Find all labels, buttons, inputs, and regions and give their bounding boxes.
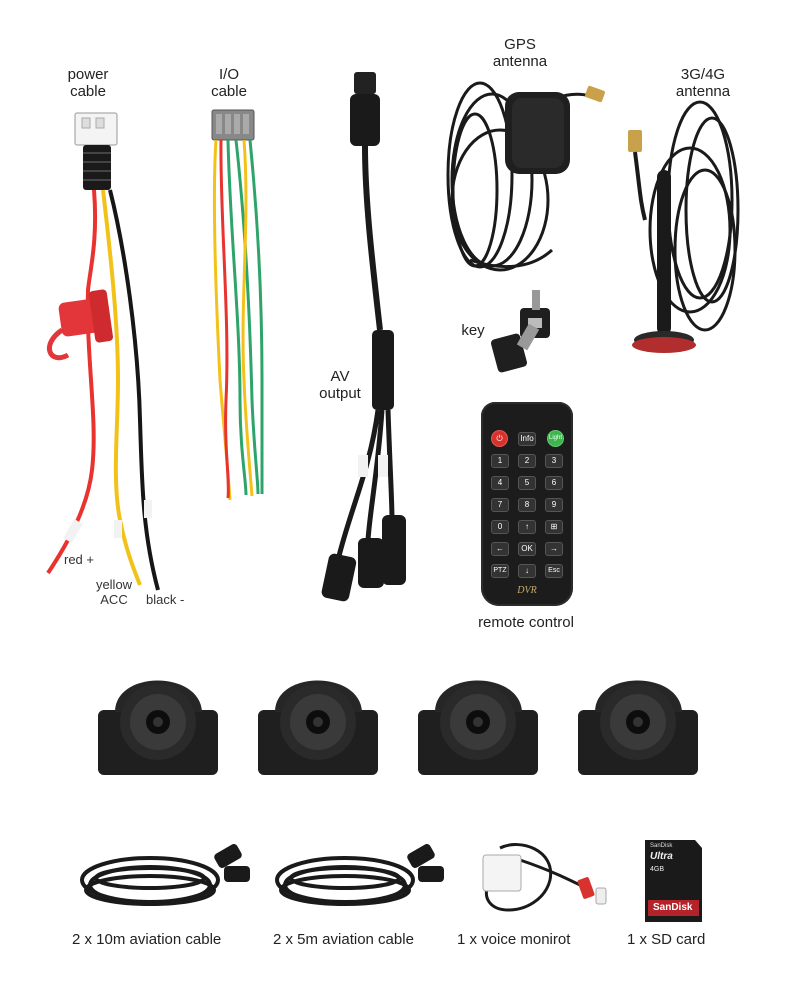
- remote-left-button[interactable]: ←: [491, 542, 509, 556]
- 3g4g-antenna-image: [628, 100, 740, 353]
- sd-card-capacity: 4GB: [650, 866, 665, 873]
- remote-key-2[interactable]: 2: [518, 454, 536, 468]
- remote-key-7[interactable]: 7: [491, 498, 509, 512]
- remote-key-8[interactable]: 8: [518, 498, 536, 512]
- black-wire-label: black -: [146, 592, 185, 607]
- remote-power-button[interactable]: ⏻: [491, 430, 508, 447]
- av-output-label: AV output: [319, 368, 361, 402]
- remote-ptz-button[interactable]: PTZ: [491, 564, 509, 578]
- remote-key-0[interactable]: 0: [491, 520, 509, 534]
- sd-card-product: Ultra: [650, 851, 673, 862]
- key-label: key: [461, 322, 485, 339]
- sd-card-brand: SanDisk: [653, 902, 693, 913]
- red-wire-label: red +: [64, 552, 94, 567]
- remote-down-button[interactable]: ↓: [518, 564, 536, 578]
- sd-card-image: [645, 840, 702, 922]
- remote-brand-label: DVR: [517, 585, 537, 596]
- remote-up-button[interactable]: ↑: [518, 520, 536, 534]
- remote-right-button[interactable]: →: [545, 542, 563, 556]
- remote-info-button[interactable]: Info: [518, 432, 536, 446]
- 3g4g-antenna-label: 3G/4G antenna: [675, 66, 731, 100]
- caption-voice-monitor: 1 x voice monirot: [457, 931, 571, 948]
- camera-2-image: [258, 680, 378, 775]
- caption-5m-cable: 2 x 5m aviation cable: [273, 931, 414, 948]
- remote-esc-button[interactable]: Esc: [545, 564, 563, 578]
- camera-3-image: [418, 680, 538, 775]
- remote-key-4[interactable]: 4: [491, 476, 509, 490]
- camera-1-image: [98, 680, 218, 775]
- aviation-cable-10m-image: [80, 844, 250, 906]
- remote-grid-button[interactable]: ⊞: [545, 520, 563, 534]
- gps-antenna-image: [446, 81, 605, 272]
- sd-card-top-text: SanDisk: [650, 843, 673, 849]
- voice-monitor-image: [482, 843, 607, 912]
- caption-10m-cable: 2 x 10m aviation cable: [72, 931, 222, 948]
- power-cable-label: power cable: [67, 66, 109, 100]
- caption-sd-card: 1 x SD card: [627, 931, 706, 948]
- power-cable-image: [46, 112, 160, 591]
- yellow-wire-label: yellow ACC: [95, 577, 133, 607]
- aviation-cable-5m-image: [275, 844, 444, 906]
- gps-antenna-label: GPS antenna: [492, 36, 548, 70]
- remote-key-1[interactable]: 1: [491, 454, 509, 468]
- av-output-cable-image: [321, 72, 406, 602]
- remote-ok-button[interactable]: OK: [518, 542, 536, 556]
- remote-control-label: remote control: [478, 614, 574, 631]
- io-cable-label: I/O cable: [211, 66, 247, 100]
- keys-image: [491, 290, 550, 373]
- remote-key-6[interactable]: 6: [545, 476, 563, 490]
- io-cable-image: [211, 109, 264, 501]
- camera-4-image: [578, 680, 698, 775]
- remote-light-button[interactable]: Light: [547, 430, 564, 447]
- remote-key-9[interactable]: 9: [545, 498, 563, 512]
- remote-key-5[interactable]: 5: [518, 476, 536, 490]
- remote-control: ⏻ Info Light 1 2 3 4 5 6 7 8 9 0 ↑ ⊞ ← O…: [481, 402, 573, 606]
- remote-key-3[interactable]: 3: [545, 454, 563, 468]
